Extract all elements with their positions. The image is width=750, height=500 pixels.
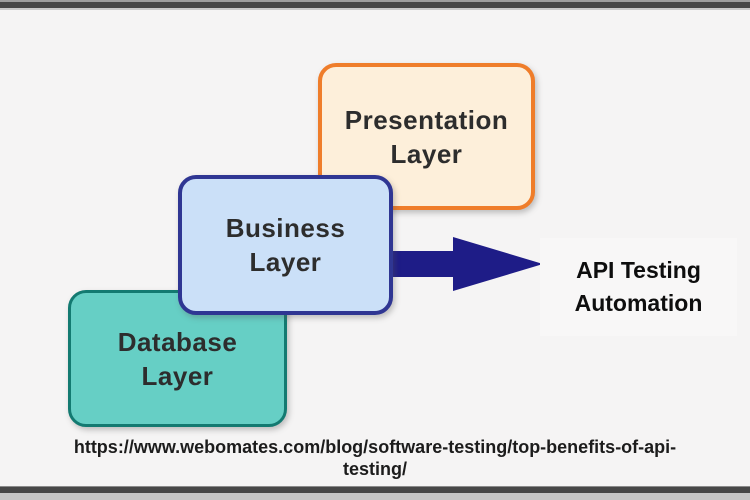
right-arrow-icon	[391, 237, 543, 291]
layer-box-business: Business Layer	[178, 175, 393, 315]
database-layer-label-line2: Layer	[141, 360, 214, 391]
source-url-line1: https://www.webomates.com/blog/software-…	[73, 437, 677, 457]
database-layer-label-line1: Database	[117, 326, 238, 357]
top-frame-bar	[0, 0, 750, 10]
bottom-frame-bar	[0, 486, 750, 500]
business-layer-label-line2: Layer	[249, 247, 322, 277]
source-url: https://www.webomates.com/blog/software-…	[0, 436, 750, 480]
api-label-line2: Automation	[574, 290, 703, 316]
source-url-line2: testing/	[342, 459, 407, 479]
presentation-layer-label-line1: Presentation	[344, 104, 509, 135]
api-testing-automation-label: API Testing Automation	[540, 238, 737, 336]
business-layer-label-line1: Business	[225, 213, 346, 243]
api-label-line1: API Testing	[576, 257, 701, 283]
presentation-layer-label-line2: Layer	[390, 138, 463, 169]
